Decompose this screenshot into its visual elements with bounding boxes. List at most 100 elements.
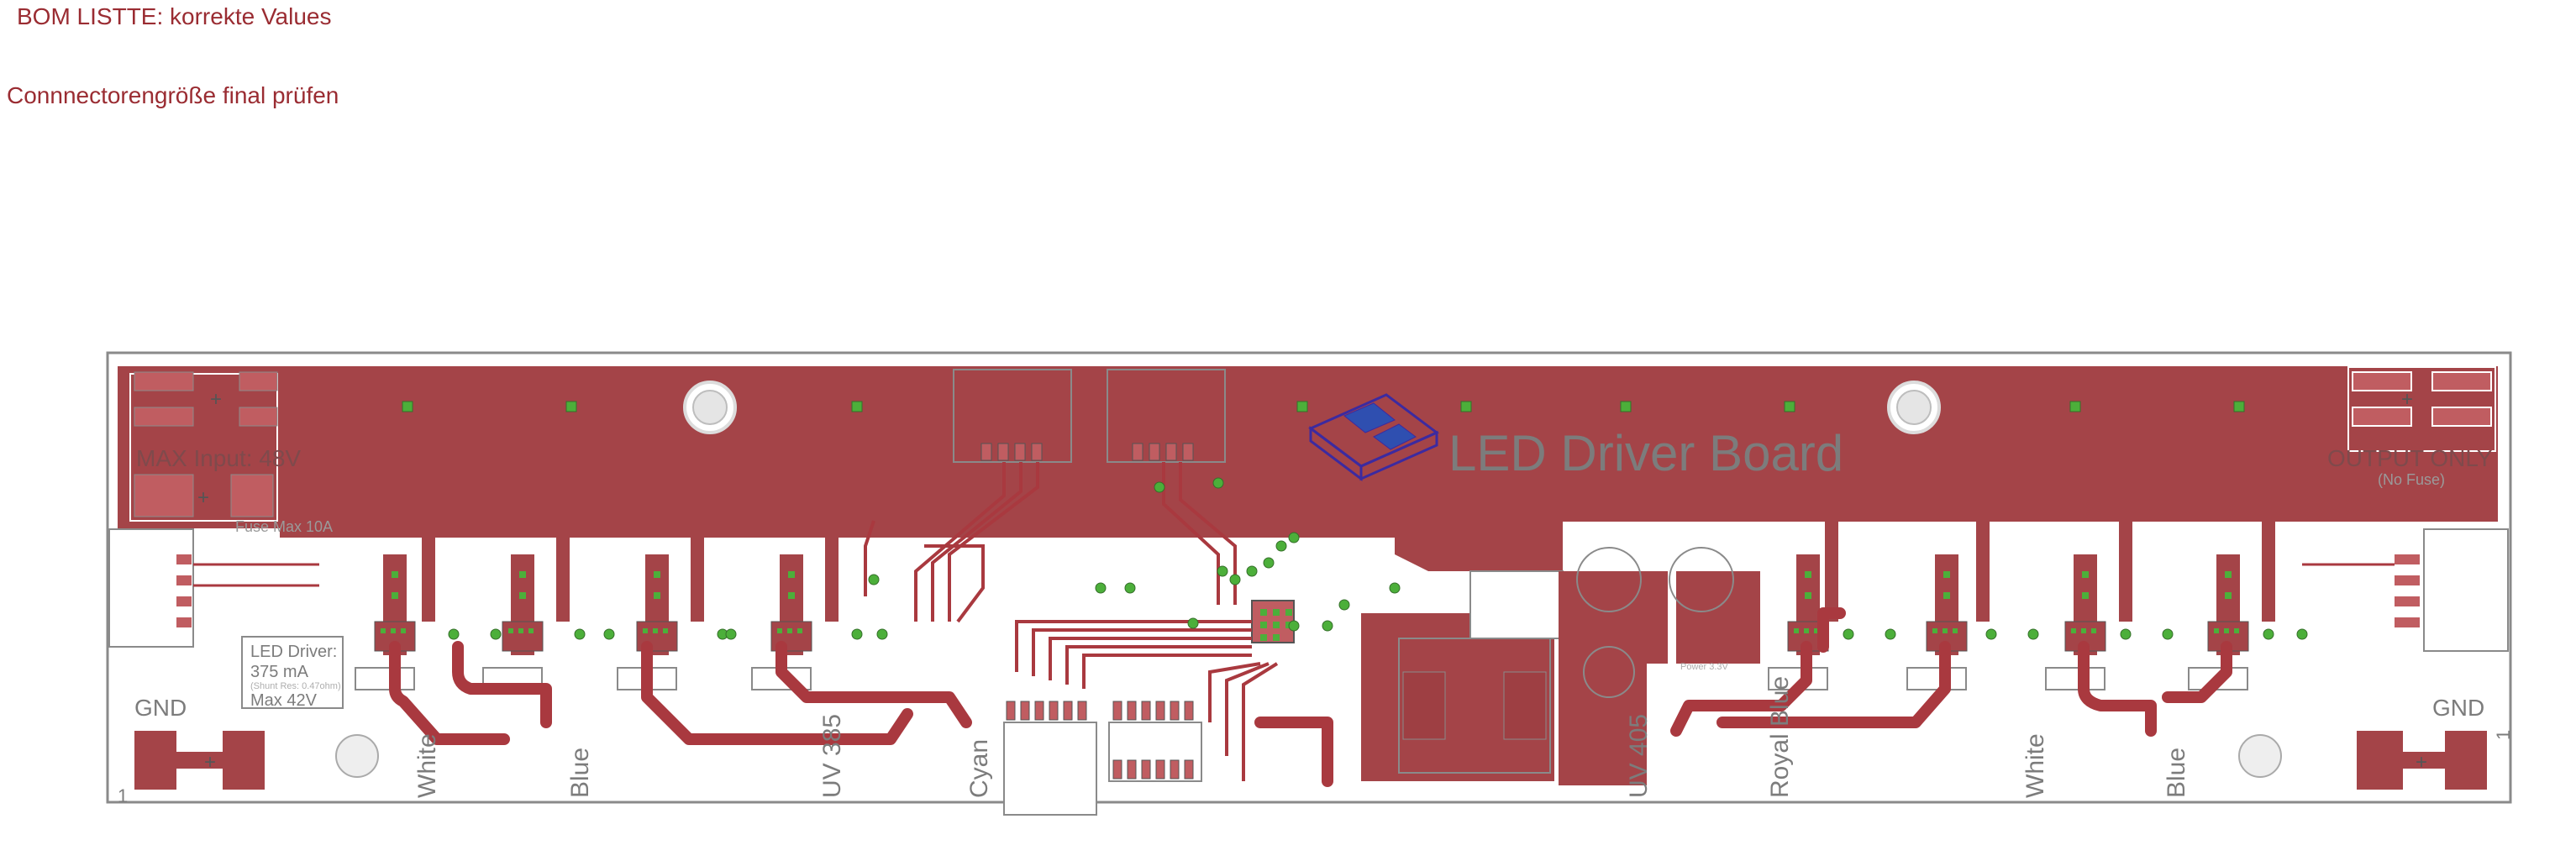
via-round xyxy=(1275,540,1287,552)
gnd-right-label: GND xyxy=(2432,695,2484,721)
via-pad xyxy=(2233,401,2245,412)
driver-ic xyxy=(2207,621,2249,652)
via-pad xyxy=(565,401,577,412)
power-traces xyxy=(389,607,2232,787)
right-conn-pin-4 xyxy=(2395,617,2420,627)
channel-label: Cyan xyxy=(965,739,993,798)
connector-note: Connnectorengröße final prüfen xyxy=(7,82,339,108)
left-side-connector xyxy=(108,528,194,648)
max-input-label: MAX Input: 48V xyxy=(136,445,301,471)
capacitor-outline-3 xyxy=(1583,646,1635,698)
driver-pad-via xyxy=(2071,628,2076,633)
via-round xyxy=(2162,628,2174,640)
driver-via xyxy=(2225,592,2232,599)
channel-label: Blue xyxy=(2163,748,2190,798)
channel-label: UV 385 xyxy=(818,714,846,798)
output-pad-1 xyxy=(2352,371,2412,391)
usb-pins-2 xyxy=(1132,443,1194,461)
channel-label: White xyxy=(413,733,441,798)
driver-pad-via xyxy=(1804,628,1809,633)
via-pad xyxy=(1620,401,1632,412)
gnd-left-bridge xyxy=(176,752,223,769)
vias xyxy=(402,401,2308,640)
current-label: 375 mA xyxy=(250,663,309,681)
copper-finger xyxy=(2262,521,2275,622)
gnd-left-plus: + xyxy=(204,751,216,774)
driver-pad-via xyxy=(518,628,523,633)
driver-via xyxy=(1805,571,1811,578)
driver-via xyxy=(519,592,526,599)
channel-label: White xyxy=(2021,733,2049,798)
left-conn-pin-2 xyxy=(176,575,192,585)
left-conn-pin-4 xyxy=(176,617,192,627)
driver-via xyxy=(2082,592,2089,599)
mounting-hole-2-inner xyxy=(1896,390,1932,425)
mounting-hole-1-inner xyxy=(692,390,728,425)
led-logo-icon xyxy=(1308,393,1439,481)
input-pad-1 xyxy=(134,371,194,391)
driver-pad-via xyxy=(777,628,782,633)
copper-finger xyxy=(1825,521,1838,622)
gnd-right-copper xyxy=(2357,731,2487,790)
driver-pad-via xyxy=(2234,628,2239,633)
driver-via xyxy=(519,571,526,578)
via-round xyxy=(1229,574,1241,585)
driver-pad-via xyxy=(1943,628,1948,633)
input-pad-4 xyxy=(239,407,278,427)
via-pad xyxy=(2069,401,2081,412)
no-fuse-label: (No Fuse) xyxy=(2378,471,2445,488)
cap-copper-1 xyxy=(1567,571,1668,664)
bom-note: BOM LISTTE: korrekte Values xyxy=(17,3,332,29)
driver-via xyxy=(392,571,398,578)
mounting-hole-4 xyxy=(2238,734,2282,778)
output-plus-mark: + xyxy=(2401,388,2413,411)
power-label: Power 3.3V xyxy=(1680,662,1729,672)
shunt-outline xyxy=(2188,667,2248,690)
driver-via xyxy=(1805,592,1811,599)
channel-drivers xyxy=(355,521,2275,690)
output-pad-3 xyxy=(2431,371,2492,391)
right-side-connector xyxy=(2423,528,2509,652)
gnd-right-plus: + xyxy=(2416,751,2427,774)
input-pad-3 xyxy=(239,371,278,391)
max-voltage-label: Max 42V xyxy=(250,691,318,710)
inductor-outline xyxy=(1398,638,1551,774)
copper-finger xyxy=(1976,521,1990,622)
fuse-plus-mark: + xyxy=(197,486,209,509)
driver-pad-via xyxy=(528,628,534,633)
output-pad-4 xyxy=(2431,407,2492,427)
driver-pad-via xyxy=(2214,628,2219,633)
left-conn-pin-3 xyxy=(176,596,192,606)
left-conn-pin-1 xyxy=(176,554,192,564)
usb-connector-2 xyxy=(1107,369,1226,463)
copper-finger xyxy=(556,521,570,622)
driver-pad-via xyxy=(1794,628,1799,633)
via-round xyxy=(1288,620,1300,632)
via-round xyxy=(851,628,863,640)
output-pad-2 xyxy=(2352,407,2412,427)
cap-copper-2 xyxy=(1676,571,1760,664)
via-round xyxy=(725,628,737,640)
driver-ic xyxy=(502,621,544,652)
via-round xyxy=(1154,481,1165,493)
via-round xyxy=(1217,565,1228,577)
via-pad xyxy=(1460,401,1472,412)
via-pad xyxy=(1784,401,1795,412)
driver-pad-via xyxy=(508,628,513,633)
driver-pad-via xyxy=(1932,628,1937,633)
driver-pad-via xyxy=(787,628,792,633)
via-round xyxy=(2027,628,2039,640)
input-plus-mark: + xyxy=(210,388,222,411)
via-round xyxy=(876,628,888,640)
via-round xyxy=(2296,628,2308,640)
copper-pour-step xyxy=(1395,521,1563,571)
via-round xyxy=(1985,628,1997,640)
via-round xyxy=(1843,628,1854,640)
input-pad-2 xyxy=(134,407,194,427)
driver-pad-via xyxy=(2081,628,2086,633)
ic-regulator xyxy=(1469,570,1564,639)
channel-label: Royal Blue xyxy=(1766,676,1794,798)
driver-pad-via xyxy=(1953,628,1958,633)
